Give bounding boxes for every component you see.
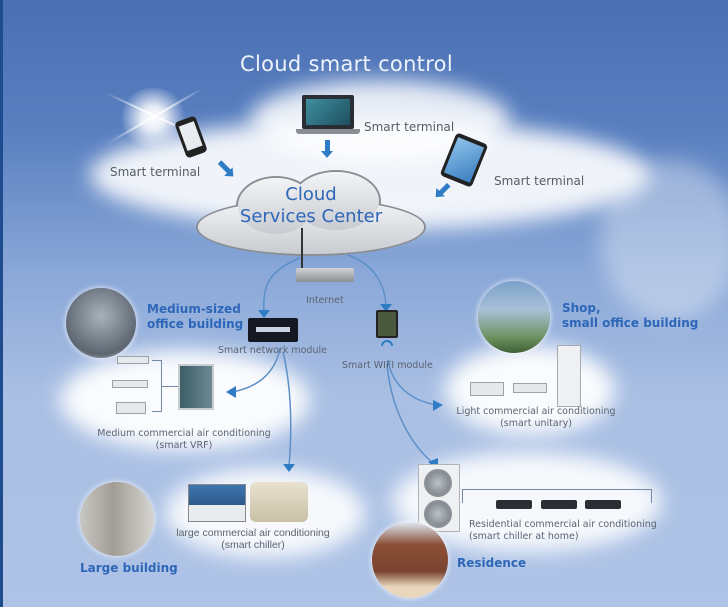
cloud-services-center-label: Cloud Services Center [196,184,426,228]
shop-photo [478,281,550,353]
light-system-line2: (smart unitary) [500,418,572,429]
wall-unit-icon [112,380,148,388]
medium-system-label: Medium commercial air conditioning (smar… [84,428,284,452]
vrf-outdoor-unit-icon [178,364,214,410]
router-icon [296,268,354,282]
medium-system-line2: (smart VRF) [155,440,213,451]
fan-icon [424,469,452,497]
left-edge-bar [0,0,3,607]
residential-outdoor-unit-icon [418,464,460,532]
large-system-line1: large commercial air conditioning [176,527,330,539]
pipe-line [152,360,162,412]
large-building-label: Large building [80,561,178,575]
medium-office-line2: office building [147,317,244,331]
residential-system-label: Residential commercial air conditioning … [469,519,657,543]
residential-system-line2: (smart chiller at home) [469,531,579,542]
residential-system-line1: Residential commercial air conditioning [469,519,657,530]
cloud-services-center [196,170,426,260]
light-system-line1: Light commercial air conditioning [456,406,616,417]
cloud-title-line1: Cloud [285,184,337,205]
duct-unit-icon [513,383,547,393]
bg-cloud [600,160,728,320]
medium-office-line1: Medium-sized [147,302,241,316]
indoor-unit-icon [585,500,621,509]
floor-standing-unit-icon [557,345,581,407]
wifi-signal-icon [381,340,393,346]
shop-label: Shop, small office building [562,301,698,331]
wifi-module-icon [376,310,398,338]
terminal-label-tablet: Smart terminal [494,174,585,188]
laptop-base [296,129,360,134]
pipe-line [462,489,652,503]
medium-office-label: Medium-sized office building [147,302,243,332]
light-system-label: Light commercial air conditioning (smart… [446,406,626,430]
residence-photo [372,522,448,598]
medium-office-photo [66,288,136,358]
air-cooled-chiller-icon [188,484,246,522]
laptop-icon [302,95,354,129]
cassette-unit-icon [116,402,146,414]
diagram-title: Cloud smart control [240,52,453,76]
medium-system-line1: Medium commercial air conditioning [97,428,271,439]
indoor-unit-icon [496,500,532,509]
water-cooled-chiller-icon [250,482,308,522]
shop-line1: Shop, [562,301,601,315]
cassette-unit-icon [470,382,504,396]
indoor-unit-icon [541,500,577,509]
shop-line2: small office building [562,316,699,330]
large-system-label: large commercial air conditioning (smart… [158,527,348,551]
terminal-label-laptop: Smart terminal [364,120,455,134]
large-building-photo [80,482,154,556]
duct-unit-icon [117,356,149,364]
fan-icon [424,500,452,528]
router-antenna [301,228,303,270]
network-module-label: Smart network module [218,345,327,356]
network-module-icon [248,318,298,342]
terminal-label-phone: Smart terminal [110,165,201,179]
internet-label: Internet [306,295,344,306]
large-system-line2: (smart chiller) [221,539,285,551]
wifi-module-label: Smart WIFI module [342,360,433,371]
arrow-down-icon [321,140,333,158]
residence-label: Residence [457,556,527,570]
cloud-title-line2: Services Center [239,206,383,227]
pipe-line [162,386,178,387]
